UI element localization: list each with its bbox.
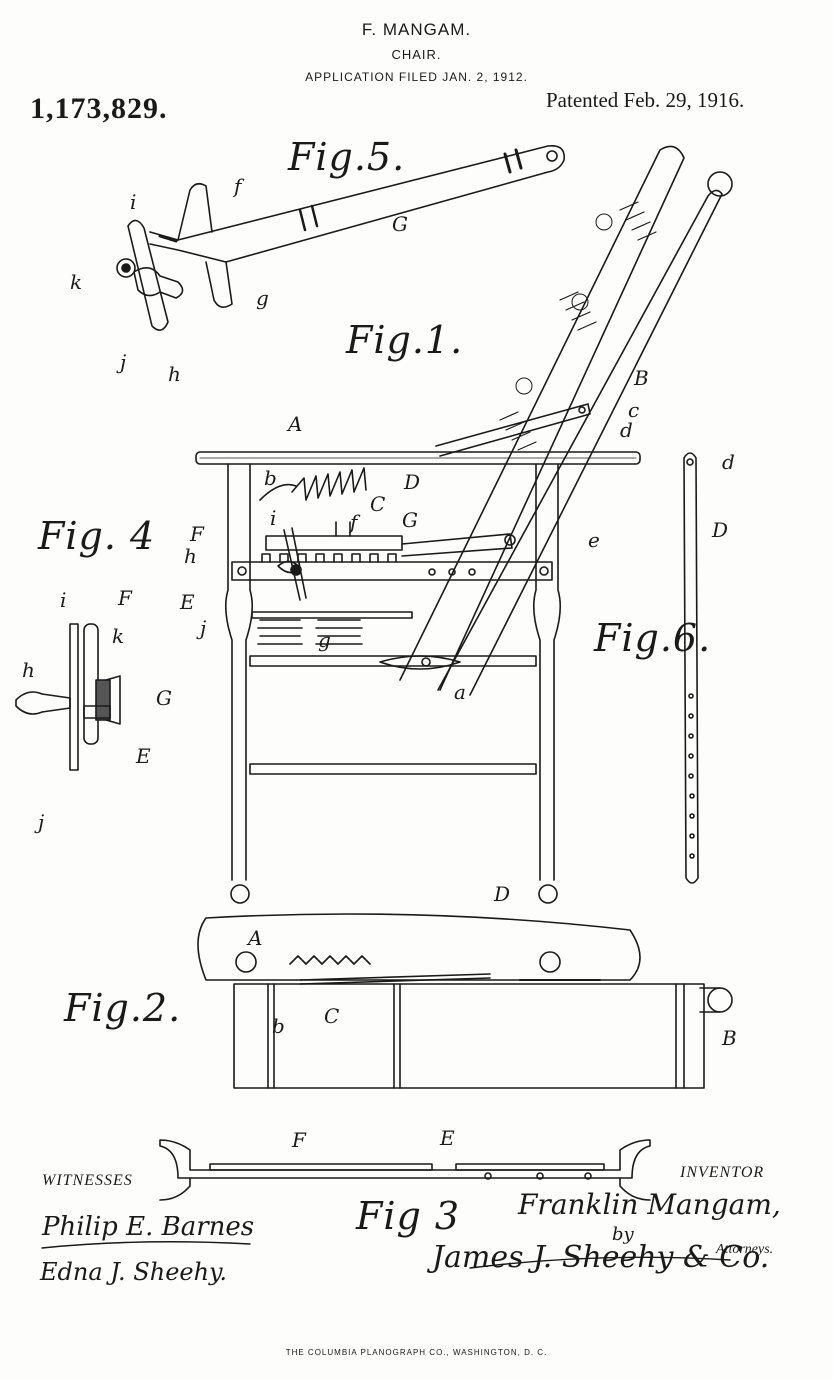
ref-f-fig1: f <box>350 510 358 534</box>
ref-A-fig2: A <box>248 926 263 950</box>
attorneys-label: Attorneys. <box>716 1242 774 1257</box>
application-filed: APPLICATION FILED JAN. 2, 1912. <box>305 70 528 84</box>
ref-k-fig4: k <box>112 624 125 648</box>
printer-footer: THE COLUMBIA PLANOGRAPH CO., WASHINGTON,… <box>285 1348 548 1357</box>
witness-2-signature: Edna J. Sheehy. <box>40 1258 228 1286</box>
ref-E-fig4: E <box>136 744 151 768</box>
inventor-label: INVENTOR <box>680 1164 765 1181</box>
fig4-section <box>16 624 120 770</box>
patent-title: CHAIR. <box>391 47 442 62</box>
ref-A-fig1: A <box>288 412 303 436</box>
ref-C-fig2: C <box>324 1004 340 1028</box>
attorney-underline <box>470 1257 730 1268</box>
by-label: by <box>612 1224 634 1245</box>
ref-G-fig5: G <box>392 212 408 236</box>
fig5-lever <box>117 146 564 330</box>
ref-F-fig1: F <box>190 522 204 546</box>
ref-h-fig4: h <box>22 658 35 682</box>
ref-g-fig5: g <box>256 286 269 310</box>
ref-h-fig5: h <box>168 362 181 386</box>
ref-h-fig1: h <box>184 544 197 568</box>
ref-E-fig1: E <box>180 590 195 614</box>
ref-e-fig1: e <box>588 528 600 552</box>
ref-i-fig4: i <box>60 588 67 612</box>
ref-f-fig5: f <box>234 174 242 198</box>
ref-B-fig1: B <box>634 366 649 390</box>
inventor-signature: Franklin Mangam, <box>518 1188 781 1221</box>
ref-i-fig5: i <box>130 190 137 214</box>
ref-D-fig2: D <box>494 882 511 906</box>
ref-G-fig4: G <box>156 686 172 710</box>
attorney-signature: James J. Sheehy & Co. <box>432 1240 770 1275</box>
witness-underline <box>42 1242 250 1248</box>
ref-G-fig1: G <box>402 508 418 532</box>
ref-F-fig4: F <box>118 586 132 610</box>
ref-j-fig4: j <box>38 810 45 834</box>
ref-j-fig5: j <box>120 350 127 374</box>
patented-date: Patented Feb. 29, 1916. <box>546 88 745 112</box>
ref-F-fig3: F <box>292 1128 306 1152</box>
fig1-chair <box>196 146 732 903</box>
ref-D-fig6: D <box>712 518 729 542</box>
ref-a-fig1: a <box>454 680 466 704</box>
ref-E-fig3: E <box>440 1126 455 1150</box>
ref-C-fig1: C <box>370 492 386 516</box>
fig1-caption: Fig.1. <box>346 318 464 362</box>
ref-d-fig6: d <box>722 450 735 474</box>
ref-B-fig2: B <box>722 1026 737 1050</box>
fig6-caption: Fig.6. <box>594 616 712 660</box>
ref-i-fig1: i <box>270 506 277 530</box>
fig2-top <box>198 914 732 1088</box>
fig3-rail <box>160 1140 650 1200</box>
fig5-caption: Fig.5. <box>288 135 406 179</box>
fig2-caption: Fig.2. <box>64 986 182 1030</box>
ref-b-fig1: b <box>264 466 277 490</box>
ref-k-fig5: k <box>70 270 83 294</box>
fig3-caption: Fig 3 <box>356 1194 461 1238</box>
witnesses-label: WITNESSES <box>42 1172 133 1189</box>
ref-g-fig1: g <box>318 628 331 652</box>
patentee-name: F. MANGAM. <box>361 20 472 39</box>
fig4-caption: Fig. 4 <box>38 514 156 558</box>
witness-1-signature: Philip E. Barnes <box>42 1212 255 1242</box>
ref-d-fig1: d <box>620 418 633 442</box>
fig6-link <box>684 453 698 883</box>
ref-j-fig1: j <box>200 616 207 640</box>
patent-number: 1,173,829. <box>30 92 168 125</box>
ref-b-fig2: b <box>272 1014 285 1038</box>
ref-c-fig1: c <box>628 398 640 422</box>
ref-D-fig1: D <box>404 470 421 494</box>
